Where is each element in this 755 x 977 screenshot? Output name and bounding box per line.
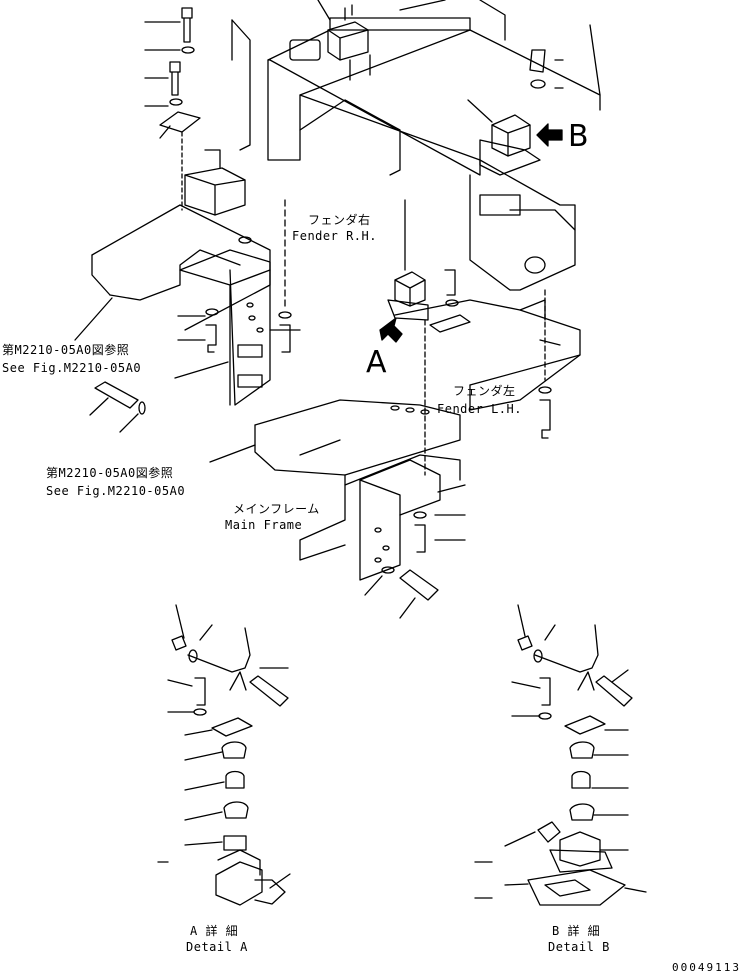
main-frame-label-jp: メインフレーム xyxy=(233,502,320,516)
fender-lh-label-en: Fender L.H. xyxy=(437,402,522,416)
main-frame-lower xyxy=(299,299,581,561)
ref2-label-jp: 第M2210-05A0図参照 xyxy=(46,466,174,480)
fender-lh-label-jp: フェンダ左 xyxy=(453,384,516,398)
figure-number: 00049113 xyxy=(672,961,741,974)
detail-b-drawing xyxy=(474,604,647,906)
detail-b-label-jp: B 詳 細 xyxy=(552,924,601,938)
mount-block-b xyxy=(467,49,564,176)
mount-block-a xyxy=(387,199,471,476)
lower-hardware xyxy=(364,484,466,619)
right-hardware-stack xyxy=(538,289,552,439)
detail-a-label-en: Detail A xyxy=(186,940,248,954)
ref2-label-en: See Fig.M2210-05A0 xyxy=(46,484,186,498)
arrow-a-label: A xyxy=(366,345,387,380)
arrow-b-label: B xyxy=(568,119,589,154)
fender-rh-label-jp: フェンダ右 xyxy=(308,213,371,227)
fender-lh xyxy=(254,399,461,476)
upper-mount-block xyxy=(317,0,369,61)
left-hardware-stack xyxy=(144,7,201,211)
left-lower-hardware xyxy=(89,199,301,433)
ref2-leader xyxy=(209,444,256,463)
ref1-leader xyxy=(74,297,113,341)
left-bracket xyxy=(179,249,271,406)
ref1-label-jp: 第M2210-05A0図参照 xyxy=(2,343,130,357)
arrow-b-icon xyxy=(536,123,563,147)
detail-a-drawing xyxy=(157,604,291,906)
ref1-label-en: See Fig.M2210-05A0 xyxy=(2,361,142,375)
arrow-a-icon xyxy=(379,317,403,343)
left-mount-block xyxy=(184,19,251,216)
lower-bracket xyxy=(359,459,441,581)
main-frame-upper xyxy=(267,0,601,291)
fender-rh xyxy=(91,204,271,331)
detail-b-label-en: Detail B xyxy=(548,940,610,954)
detail-a-label-jp: A 詳 細 xyxy=(190,924,239,938)
fender-rh-label-en: Fender R.H. xyxy=(292,229,377,243)
main-frame-label-en: Main Frame xyxy=(225,518,303,532)
